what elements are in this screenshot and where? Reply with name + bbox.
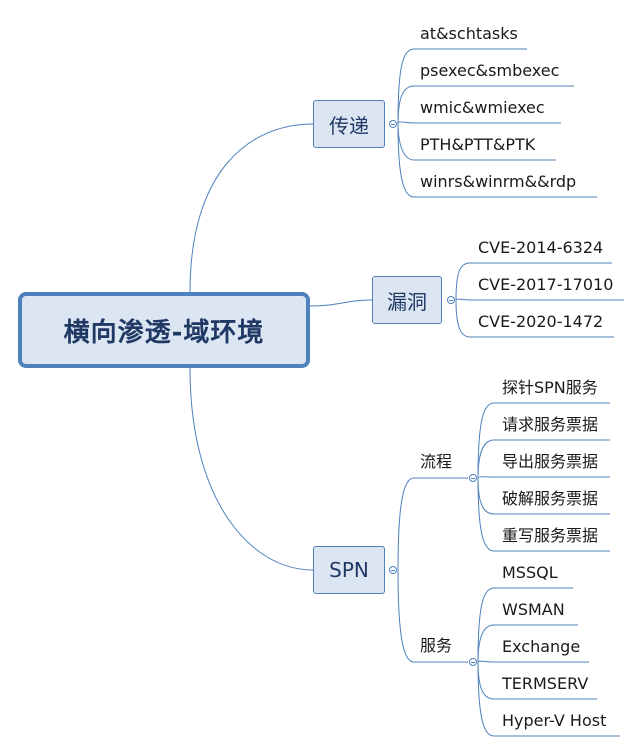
connector-root-vuln bbox=[309, 299, 373, 307]
leaf-item[interactable]: winrs&winrm&&rdp bbox=[420, 172, 577, 191]
branch-spn[interactable]: SPN bbox=[313, 546, 385, 594]
connector-root-spn bbox=[189, 367, 314, 571]
leaf-item[interactable]: MSSQL bbox=[502, 563, 558, 582]
collapse-toggle-icon[interactable] bbox=[389, 566, 397, 574]
leaf-item[interactable]: at&schtasks bbox=[420, 24, 518, 43]
subtopic-service[interactable]: 服务 bbox=[420, 636, 453, 655]
branch-vuln[interactable]: 漏洞 bbox=[372, 276, 442, 324]
branch-transfer[interactable]: 传递 bbox=[313, 100, 385, 148]
subtopic-flow[interactable]: 流程 bbox=[420, 452, 453, 471]
leaf-item[interactable]: WSMAN bbox=[502, 600, 565, 619]
leaf-item[interactable]: CVE-2014-6324 bbox=[478, 238, 604, 257]
leaf-item[interactable]: 导出服务票据 bbox=[502, 452, 599, 471]
branch-vuln-label: 漏洞 bbox=[387, 289, 427, 314]
leaf-item[interactable]: TERMSERV bbox=[502, 674, 589, 693]
leaf-item[interactable]: 重写服务票据 bbox=[502, 526, 599, 545]
leaf-item[interactable]: Hyper-V Host bbox=[502, 711, 607, 730]
collapse-toggle-icon[interactable] bbox=[469, 474, 477, 482]
branch-transfer-label: 传递 bbox=[329, 113, 369, 138]
collapse-toggle-icon[interactable] bbox=[447, 296, 455, 304]
connector-root-transfer bbox=[189, 123, 314, 293]
leaf-item[interactable]: psexec&smbexec bbox=[420, 61, 560, 80]
root-topic[interactable]: 横向渗透-域环境 bbox=[18, 292, 310, 368]
branch-spn-label: SPN bbox=[329, 558, 369, 582]
leaf-item[interactable]: 破解服务票据 bbox=[502, 489, 599, 508]
leaf-item[interactable]: 请求服务票据 bbox=[502, 415, 599, 434]
leaf-item[interactable]: Exchange bbox=[502, 637, 581, 656]
collapse-toggle-icon[interactable] bbox=[389, 120, 397, 128]
collapse-toggle-icon[interactable] bbox=[469, 658, 477, 666]
leaf-item[interactable]: 探针SPN服务 bbox=[502, 378, 598, 397]
root-topic-label: 横向渗透-域环境 bbox=[63, 317, 265, 348]
leaf-item[interactable]: wmic&wmiexec bbox=[420, 98, 545, 117]
leaf-item[interactable]: PTH&PTT&PTK bbox=[420, 135, 536, 154]
leaf-item[interactable]: CVE-2017-17010 bbox=[478, 275, 614, 294]
leaf-item[interactable]: CVE-2020-1472 bbox=[478, 312, 604, 331]
